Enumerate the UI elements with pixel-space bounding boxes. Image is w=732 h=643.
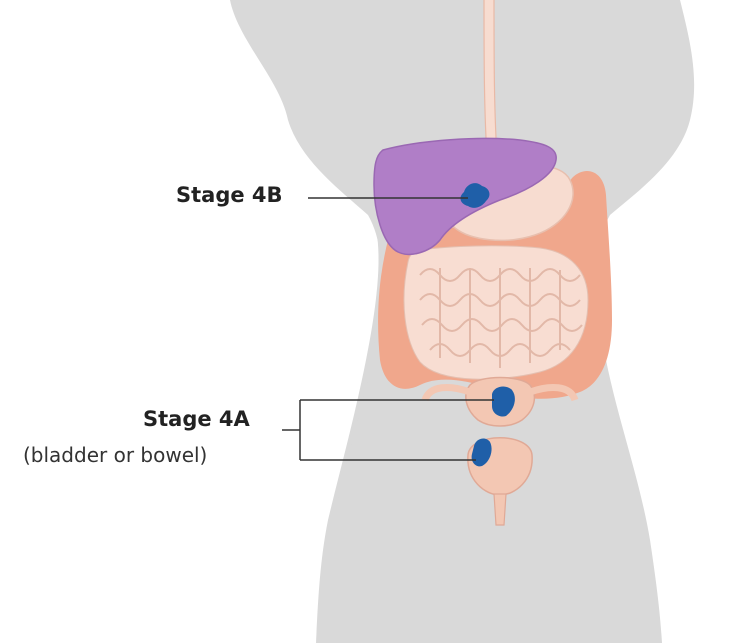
label-stage-4a-detail: (bladder or bowel) <box>23 443 207 467</box>
label-stage-4a: Stage 4A <box>143 407 250 431</box>
label-stage-4b: Stage 4B <box>176 183 283 207</box>
urethra <box>494 494 506 525</box>
